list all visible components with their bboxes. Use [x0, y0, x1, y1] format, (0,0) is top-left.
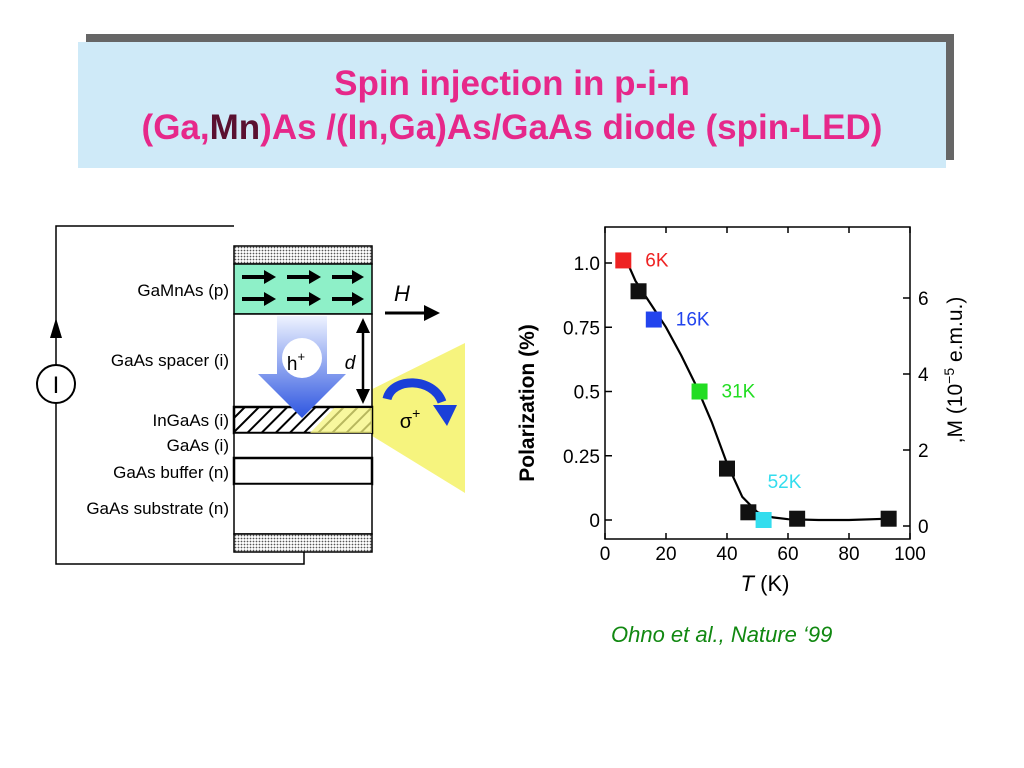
field-arrow-icon — [385, 305, 440, 321]
polarization-point-label-0: 6K — [645, 250, 669, 271]
magnetization-point-4 — [880, 510, 897, 527]
layer-gaas-substrate — [233, 483, 373, 535]
photon-label: σ+ — [400, 405, 421, 433]
layer-label-gaas-substrate: GaAs substrate (n) — [86, 499, 229, 518]
x-tick-label-4: 80 — [838, 544, 859, 565]
distance-label: d — [345, 353, 357, 374]
y2-axis-label: ,M (10−5 e.m.u.) — [941, 297, 967, 444]
title-line-2-start: (Ga, — [141, 108, 210, 147]
magnetization-point-0 — [630, 283, 647, 300]
emission-light-cone — [330, 343, 465, 493]
x-tick-label-1: 20 — [655, 544, 676, 565]
chart-plot-area — [604, 226, 911, 540]
polarization-point-label-1: 16K — [676, 310, 710, 331]
y-tick-label-1: 0.25 — [563, 447, 600, 468]
layer-label-gamnas: GaMnAs (p) — [137, 281, 229, 300]
layer-label-gaas-buffer: GaAs buffer (n) — [113, 463, 229, 482]
polarization-point-label-3: 52K — [768, 472, 802, 493]
current-source-icon — [36, 364, 76, 404]
layer-gaas — [233, 432, 373, 459]
polarization-point-2 — [691, 383, 708, 400]
polarization-chart: 0 20 40 60 80 100 0 0.25 0.5 0.75 1.0 0 2 4 6 6K 16K 31K 5… — [516, 226, 967, 596]
chart-marks: 0 20 40 60 80 100 0 0.25 0.5 0.75 1.0 0 2 4 6 6K 16K 31K 5… — [563, 227, 929, 565]
field-label: H — [394, 281, 410, 306]
bottom-contact — [233, 533, 373, 553]
citation: Ohno et al., Nature ‘99 — [611, 622, 833, 647]
y-tick-label-3: 0.75 — [563, 318, 600, 339]
hole-label: h+ — [287, 349, 305, 375]
y-tick-label-4: 1.0 — [574, 254, 600, 275]
y2-tick-label-1: 2 — [918, 441, 929, 462]
title-line-2-end: )As /(In,Ga)As/GaAs diode (spin-LED) — [260, 108, 883, 147]
x-tick-label-3: 60 — [777, 544, 798, 565]
layer-gaas-buffer — [232, 456, 374, 486]
y2-tick-label-3: 6 — [918, 289, 929, 310]
current-arrow-icon — [50, 318, 62, 338]
polarization-point-0 — [615, 252, 632, 269]
y-tick-label-0: 0 — [589, 511, 600, 532]
distance-arrow-icon — [356, 318, 370, 404]
magnetization-point-3 — [789, 510, 806, 527]
layer-label-ingaas: InGaAs (i) — [152, 411, 229, 430]
hole-circle-icon — [282, 338, 322, 378]
y2-tick-label-0: 0 — [918, 517, 929, 538]
magnetization-point-1 — [719, 460, 735, 477]
fit-curve — [625, 259, 889, 522]
circular-polarization-head — [433, 405, 457, 426]
x-tick-label-0: 0 — [600, 544, 611, 565]
title-line-1: Spin injection in p-i-n — [334, 64, 690, 103]
x-tick-label-5: 100 — [894, 544, 926, 565]
layer-label-gaas: GaAs (i) — [167, 436, 229, 455]
current-symbol: I — [53, 372, 60, 399]
title-line-2: (Ga,Mn)As /(In,Ga)As/GaAs diode (spin-LE… — [78, 106, 946, 150]
polarization-point-3 — [755, 512, 772, 528]
spin-arrows — [242, 270, 364, 306]
y-tick-label-2: 0.5 — [574, 383, 600, 404]
x-axis-label: T (K) — [741, 571, 790, 596]
magnetization-point-2 — [740, 504, 757, 521]
polarization-point-1 — [645, 311, 662, 328]
circular-polarization-arrow-icon — [382, 378, 447, 405]
top-contact — [233, 245, 373, 265]
title-mn: Mn — [209, 108, 261, 147]
x-tick-label-2: 40 — [716, 544, 737, 565]
light-overlay — [310, 408, 372, 433]
polarization-point-label-2: 31K — [722, 382, 756, 403]
layer-label-gaas-spacer: GaAs spacer (i) — [111, 351, 229, 370]
title-box: Spin injection in p-i-n (Ga,Mn)As /(In,G… — [78, 42, 946, 168]
layer-gamnas — [233, 263, 373, 315]
y-axis-label: Polarization (%) — [516, 324, 539, 482]
y2-tick-label-2: 4 — [918, 365, 929, 386]
